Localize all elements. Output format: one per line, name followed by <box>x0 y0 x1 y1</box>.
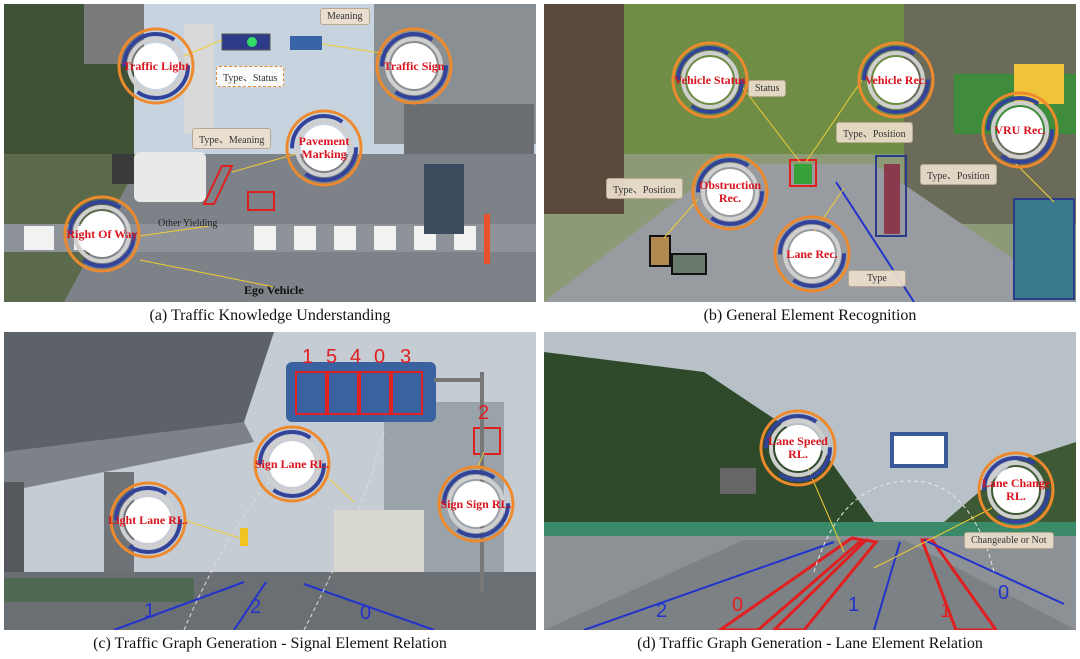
tag-type-position-1: Type、Position <box>836 122 913 143</box>
badge-light-lane-rl: Light Lane RL. <box>108 480 188 560</box>
caption-c: (c) Traffic Graph Generation - Signal El… <box>93 635 447 652</box>
ring-icon <box>253 425 331 503</box>
panel-element-recognition: Status Type、Position Type、Position Type、… <box>544 4 1076 302</box>
ring-icon <box>437 465 515 543</box>
badge-right-of-way: Right Of Way <box>62 194 142 274</box>
caption-b: (b) General Element Recognition <box>703 307 917 324</box>
ring-icon <box>759 409 837 487</box>
badge-sign-lane-rl: Sign Lane RL. <box>252 424 332 504</box>
sign-number-0: 0 <box>374 346 386 368</box>
badge-traffic-light: Traffic Light <box>116 26 196 106</box>
ring-icon <box>773 215 851 293</box>
ring-icon <box>977 451 1055 529</box>
ring-icon <box>671 41 749 119</box>
badge-traffic-sign: Traffic Sign <box>374 26 454 106</box>
lane-number-2: 2 <box>250 596 262 618</box>
tag-type-status: Type、Status <box>216 66 285 87</box>
caption-d: (d) Traffic Graph Generation - Lane Elem… <box>637 635 983 652</box>
tag-type-position-3: Type、Position <box>606 178 683 199</box>
tag-status: Status <box>748 80 787 97</box>
lane-number-2: 2 <box>656 600 668 622</box>
badge-vru-rec: VRU Rec. <box>980 90 1060 170</box>
sign-number-5: 5 <box>326 346 338 368</box>
tag-meaning: Meaning <box>320 8 370 25</box>
lane-number-0: 0 <box>360 602 372 624</box>
panel-signal-relation: 1 5 4 0 3 2 1 2 0 Sign Lane RL. Sign Sig… <box>4 332 536 630</box>
sign-number-3: 3 <box>400 346 412 368</box>
sign-number-4: 4 <box>350 346 362 368</box>
ring-icon <box>857 41 935 119</box>
panel-lane-relation: Changeable or Not 2 0 1 1 0 Lane Speed R… <box>544 332 1076 630</box>
badge-lane-rec: Lane Rec. <box>772 214 852 294</box>
ring-icon <box>981 91 1059 169</box>
ring-icon <box>109 481 187 559</box>
panel-traffic-knowledge: Meaning Type、Status Type、Meaning Other Y… <box>4 4 536 302</box>
road-scene-d <box>544 332 1076 630</box>
ring-icon <box>285 109 363 187</box>
tag-type: Type <box>848 270 906 287</box>
ego-vehicle-label: Ego Vehicle <box>244 283 304 297</box>
ring-icon <box>117 27 195 105</box>
street-scene-c <box>4 332 536 630</box>
badge-sign-sign-rl: Sign Sign RL. <box>436 464 516 544</box>
badge-vehicle-status: Vehicle Status <box>670 40 750 120</box>
tag-type-meaning: Type、Meaning <box>192 128 272 149</box>
lane-number-0-blue: 0 <box>998 582 1010 604</box>
lane-number-0-red: 0 <box>732 594 744 616</box>
lane-number-1: 1 <box>144 600 156 622</box>
caption-a: (a) Traffic Knowledge Understanding <box>149 307 391 324</box>
badge-vehicle-rec: Vehicle Rec. <box>856 40 936 120</box>
tag-other-yielding: Other Yielding <box>158 218 218 229</box>
badge-obstruction-rec: Obstruction Rec. <box>690 152 770 232</box>
tag-type-position-2: Type、Position <box>920 164 997 185</box>
badge-lane-change-rl: Lane Change RL. <box>976 450 1056 530</box>
street-scene-b <box>544 4 1076 302</box>
lane-number-1-blue: 1 <box>848 594 860 616</box>
badge-lane-speed-rl: Lane Speed RL. <box>758 408 838 488</box>
badge-pavement-marking: Pavement Marking <box>284 108 364 188</box>
tag-changeable: Changeable or Not <box>964 532 1054 549</box>
sign-number-2: 2 <box>478 402 490 424</box>
ring-icon <box>63 195 141 273</box>
ring-icon <box>375 27 453 105</box>
lane-number-1-red: 1 <box>940 600 952 622</box>
ring-icon <box>691 153 769 231</box>
sign-number-1: 1 <box>302 346 314 368</box>
